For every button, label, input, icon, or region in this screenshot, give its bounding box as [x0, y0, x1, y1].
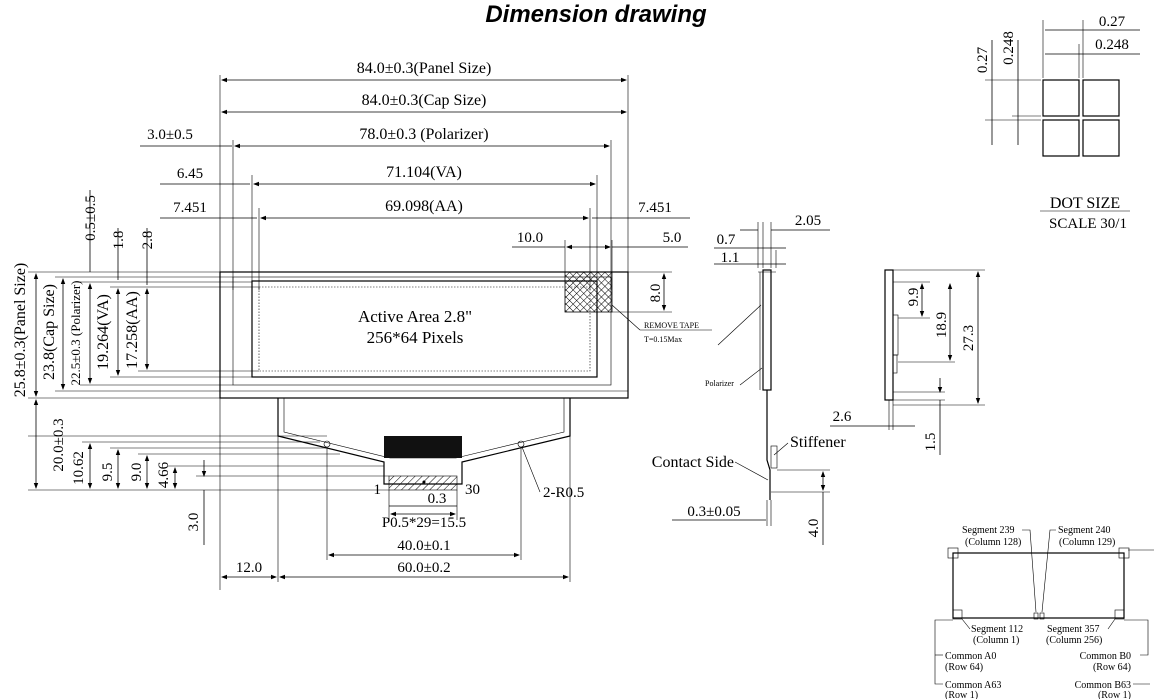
dot-size-detail: 0.27 0.248 0.27 0.248 DOT SIZE SCALE 30/…	[975, 14, 1140, 232]
back-18-9-label: 18.9	[934, 312, 950, 338]
back-view: 9.9 18.9 27.3 2.6 1.5	[830, 269, 985, 455]
back-2-6-label: 2.6	[833, 409, 852, 425]
col256-label: (Column 256)	[1046, 635, 1102, 646]
cap-size-label: 84.0±0.3(Cap Size)	[362, 92, 487, 109]
active-area-line2: 256*64 Pixels	[367, 328, 464, 347]
fpc-3-0-label: 3.0	[186, 513, 202, 532]
va-height-label: 19.264(VA)	[95, 294, 112, 370]
fpc-4-66-label: 4.66	[156, 461, 172, 488]
back-9-9-label: 9.9	[906, 288, 922, 307]
fpc-9-5-label: 9.5	[100, 463, 116, 482]
pin-last-label: 30	[465, 482, 480, 498]
side-0-7-label: 0.7	[717, 232, 736, 248]
col1-label: (Column 1)	[973, 635, 1019, 646]
v-0-5-label: 0.5±0.5	[83, 195, 99, 241]
polarizer-height-label: 22.5±0.3 (Polarizer)	[68, 281, 83, 386]
dot-scale-label: SCALE 30/1	[1049, 216, 1127, 232]
aa-offset-left-label: 7.451	[173, 200, 207, 216]
seg240-label: Segment 240	[1058, 525, 1111, 536]
drawing-title: Dimension drawing	[485, 1, 707, 28]
dot-pitch-v-label: 0.27	[975, 46, 991, 73]
comA63-label: Common A63	[945, 680, 1001, 691]
fpc-left-label: 12.0	[236, 560, 262, 576]
polarizer-offset-label: 3.0±0.5	[147, 127, 193, 143]
back-1-5-label: 1.5	[923, 433, 939, 452]
aa-height-label: 17.258(AA)	[124, 291, 141, 369]
remove-tape-label: REMOVE TAPE	[644, 321, 699, 330]
panel-size-label: 84.0±0.3(Panel Size)	[357, 60, 492, 77]
dot-pitch-h-label: 0.27	[1099, 14, 1126, 30]
row1b-label: (Row 1)	[1098, 690, 1131, 699]
va-offset-label: 6.45	[177, 166, 203, 182]
active-area-line1: Active Area 2.8"	[358, 307, 472, 326]
fpc-ic-block	[384, 436, 462, 458]
side-view: 2.05 0.7 1.1 Polarizer Contact Side Stif…	[652, 213, 846, 545]
seg239-label: Segment 239	[962, 525, 1015, 536]
col129-label: (Column 129)	[1059, 537, 1115, 548]
polarizer-width-label: 78.0±0.3 (Polarizer)	[359, 126, 488, 143]
front-view: 84.0±0.3(Panel Size) 84.0±0.3(Cap Size) …	[12, 60, 712, 590]
col128-label: (Column 128)	[965, 537, 1021, 548]
tape-width-label: 10.0	[517, 230, 543, 246]
row1a-label: (Row 1)	[945, 690, 978, 699]
contact-side-label: Contact Side	[652, 454, 734, 471]
hole-spacing-label: 40.0±0.1	[397, 538, 450, 554]
comB0-label: Common B0	[1080, 651, 1131, 662]
fpc-width-label: 60.0±0.2	[397, 560, 450, 576]
seg357-label: Segment 357	[1047, 624, 1100, 635]
side-thickness-label: 0.3±0.05	[687, 504, 740, 520]
v-1-8-label: 1.8	[111, 231, 127, 250]
comA0-label: Common A0	[945, 651, 996, 662]
seg112-label: Segment 112	[971, 624, 1023, 635]
tape-thickness-label: T=0.15Max	[644, 335, 682, 344]
cap-height-label: 23.8(Cap Size)	[41, 284, 58, 380]
row64b-label: (Row 64)	[1093, 662, 1131, 673]
dot-size-title: DOT SIZE	[1050, 195, 1120, 212]
side-4-0-label: 4.0	[806, 519, 822, 538]
panel-outline	[219, 271, 629, 399]
back-27-3-label: 27.3	[961, 325, 977, 351]
polarizer-side-label: Polarizer	[705, 379, 734, 388]
stiffener-label: Stiffener	[790, 434, 846, 451]
fpc-10-62-label: 10.62	[71, 451, 87, 485]
radius-label: 2-R0.5	[543, 485, 584, 501]
dot-h-label: 0.248	[1095, 37, 1129, 53]
aa-width-label: 69.098(AA)	[385, 198, 463, 215]
row64a-label: (Row 64)	[945, 662, 983, 673]
tape-offset-label: 5.0	[663, 230, 682, 246]
pin-gap-label: 0.3	[428, 491, 447, 507]
v-2-8-label: 2.8	[140, 231, 156, 250]
fpc-length-label: 20.0±0.3	[51, 418, 67, 471]
panel-height-label: 25.8±0.3(Panel Size)	[12, 263, 29, 398]
fpc-9-0-label: 9.0	[129, 463, 145, 482]
dot-v-label: 0.248	[1001, 31, 1017, 65]
tape-height-label: 8.0	[648, 284, 664, 303]
side-2-05-label: 2.05	[795, 213, 821, 229]
comB63-label: Common B63	[1075, 680, 1131, 691]
side-1-1-label: 1.1	[721, 250, 740, 266]
segment-map: Segment 239 (Column 128) Segment 240 (Co…	[934, 525, 1154, 699]
va-width-label: 71.104(VA)	[386, 164, 462, 181]
aa-offset-right-label: 7.451	[638, 200, 672, 216]
pitch-label: P0.5*29=15.5	[382, 515, 466, 531]
